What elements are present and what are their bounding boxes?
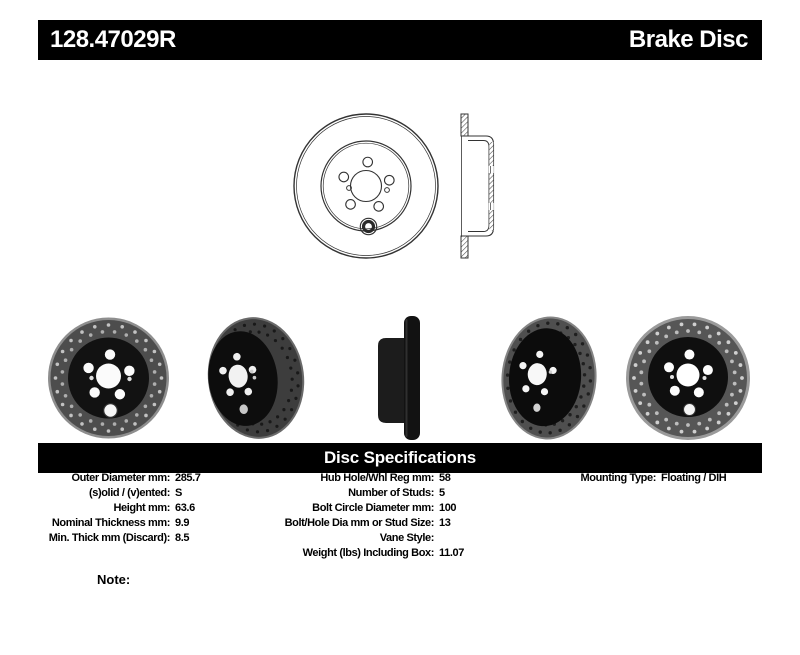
specs-column-right: Mounting Type: Floating / DIH — [540, 471, 727, 486]
photo-front-view-1 — [48, 317, 169, 439]
spec-value: Floating / DIH — [661, 472, 727, 484]
spec-row: Weight (lbs) Including Box: 11.07 — [262, 546, 465, 561]
spec-label: Vane Style: — [379, 532, 435, 544]
stud-holes-drawing — [338, 156, 395, 212]
spec-row: Bolt/Hole Dia mm or Stud Size: 13 — [262, 516, 464, 531]
specs-column-middle: Hub Hole/Whl Reg mm: 58 Number of Studs: 5… — [262, 471, 465, 561]
hub-hole-drawing — [349, 169, 383, 203]
photo-front-view-2 — [626, 316, 750, 440]
spec-value: 5 — [439, 487, 445, 499]
part-number: 128.47029R — [50, 26, 176, 53]
spec-value: 285.7 — [175, 472, 201, 484]
specs-column-left: Outer Diameter mm: 285.7 (s)olid / (v)ent… — [30, 471, 201, 546]
spec-label: Nominal Thickness mm: — [51, 517, 171, 529]
hub-hole — [228, 364, 248, 388]
specs-title: Disc Specifications — [323, 448, 477, 467]
spec-label: Height mm: — [113, 502, 170, 514]
spec-row: Outer Diameter mm: 285.7 — [30, 471, 201, 486]
spec-label: (s)olid / (v)ented: — [88, 487, 170, 499]
spec-label: Min. Thick mm (Discard): — [48, 532, 171, 544]
spec-value: 13 — [439, 517, 451, 529]
spec-value: 58 — [439, 472, 451, 484]
spec-label: Weight (lbs) Including Box: — [302, 547, 435, 559]
spec-row: Mounting Type: Floating / DIH — [540, 471, 727, 486]
spec-label: Mounting Type: — [580, 472, 657, 484]
spec-label: Bolt Circle Diameter mm: — [312, 502, 434, 514]
spec-value: 63.6 — [175, 502, 195, 514]
drill-holes — [632, 322, 744, 434]
drill-holes — [60, 330, 157, 426]
stud-holes — [219, 352, 257, 396]
front-view-drawing — [293, 113, 439, 259]
hub-hole — [96, 363, 121, 389]
drill-holes — [505, 321, 593, 435]
spec-row: Nominal Thickness mm: 9.9 — [30, 516, 201, 531]
technical-drawing — [293, 113, 495, 259]
spec-label: Hub Hole/Whl Reg mm: — [320, 472, 434, 484]
product-photos — [48, 316, 750, 440]
stud-holes — [83, 349, 135, 400]
hub-hole — [676, 363, 700, 387]
specs-title-bar: Disc Specifications — [38, 443, 762, 473]
drill-holes — [639, 329, 737, 427]
photo-angled-view-1 — [207, 317, 305, 439]
drill-holes — [53, 323, 164, 433]
spec-value: 8.5 — [175, 532, 190, 544]
spec-value: 9.9 — [175, 517, 190, 529]
spec-row: Vane Style: — [262, 531, 464, 546]
spec-row: Bolt Circle Diameter mm: 100 — [262, 501, 464, 516]
cross-section-drawing — [460, 113, 495, 259]
spec-value: S — [175, 487, 182, 499]
spec-row: Number of Studs: 5 — [262, 486, 464, 501]
product-name: Brake Disc — [628, 26, 749, 53]
spec-row: (s)olid / (v)ented: S — [30, 486, 201, 501]
spec-label: Bolt/Hole Dia mm or Stud Size: — [284, 517, 435, 529]
note-label: Note: — [97, 572, 131, 587]
spec-label: Outer Diameter mm: — [71, 472, 170, 484]
photo-angled-view-2 — [501, 316, 597, 440]
hub-hole — [527, 363, 547, 386]
spec-row: Height mm: 63.6 — [30, 501, 201, 516]
stud-holes — [664, 349, 713, 398]
spec-value: 11.07 — [439, 547, 464, 559]
header-bar: 128.47029R Brake Disc — [38, 20, 762, 60]
spec-value: 100 — [439, 502, 457, 514]
countersink-hole-drawing — [359, 217, 378, 236]
photo-side-view — [378, 316, 420, 440]
spec-row: Min. Thick mm (Discard): 8.5 — [30, 531, 201, 546]
spec-row: Hub Hole/Whl Reg mm: 58 — [262, 471, 464, 486]
spec-label: Number of Studs: — [348, 487, 434, 499]
